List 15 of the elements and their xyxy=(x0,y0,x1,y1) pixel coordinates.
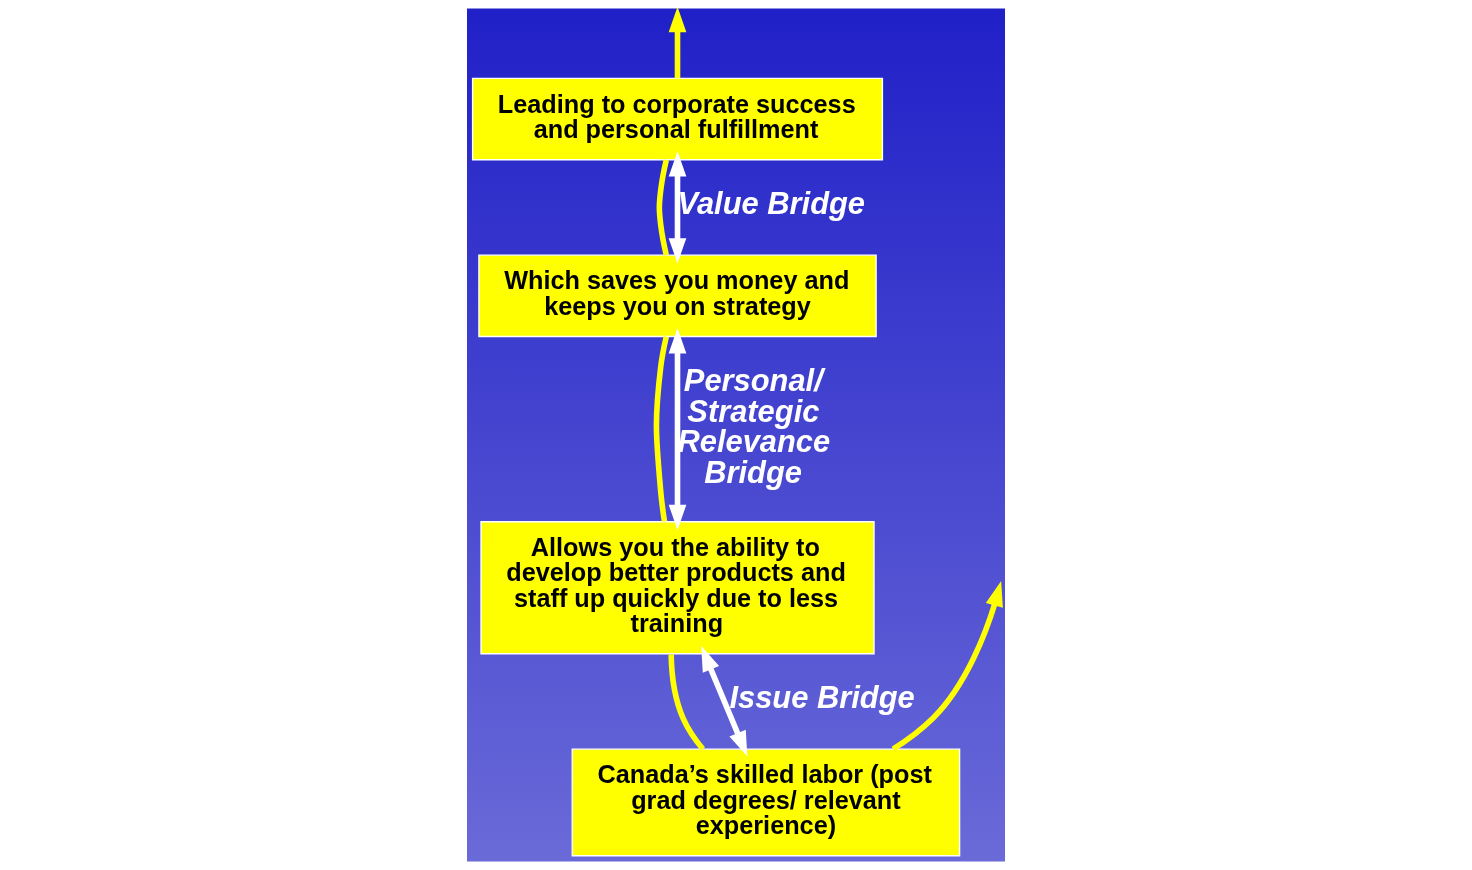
connector xyxy=(668,654,706,751)
connector xyxy=(656,159,670,256)
node-box: Leading to corporate success and personal fulfillment xyxy=(471,77,884,161)
node-box: Canada’s skilled labor (post grad degrees/ relevant experience) xyxy=(571,748,961,857)
connector xyxy=(653,336,670,522)
edge-label: Personal/ Strategic Relevance Bridge xyxy=(677,362,831,491)
arrow xyxy=(891,581,1003,752)
arrow xyxy=(668,328,687,530)
node-box: Allows you the ability to develop better products and staff up quickly due to less training xyxy=(480,521,875,655)
arrow xyxy=(701,646,748,757)
arrow xyxy=(668,8,687,79)
arrow xyxy=(668,151,687,264)
node-box: Which saves you money and keeps you on strategy xyxy=(478,254,877,338)
edge-label: Value Bridge xyxy=(677,185,866,221)
edge-label: Issue Bridge xyxy=(729,679,915,715)
